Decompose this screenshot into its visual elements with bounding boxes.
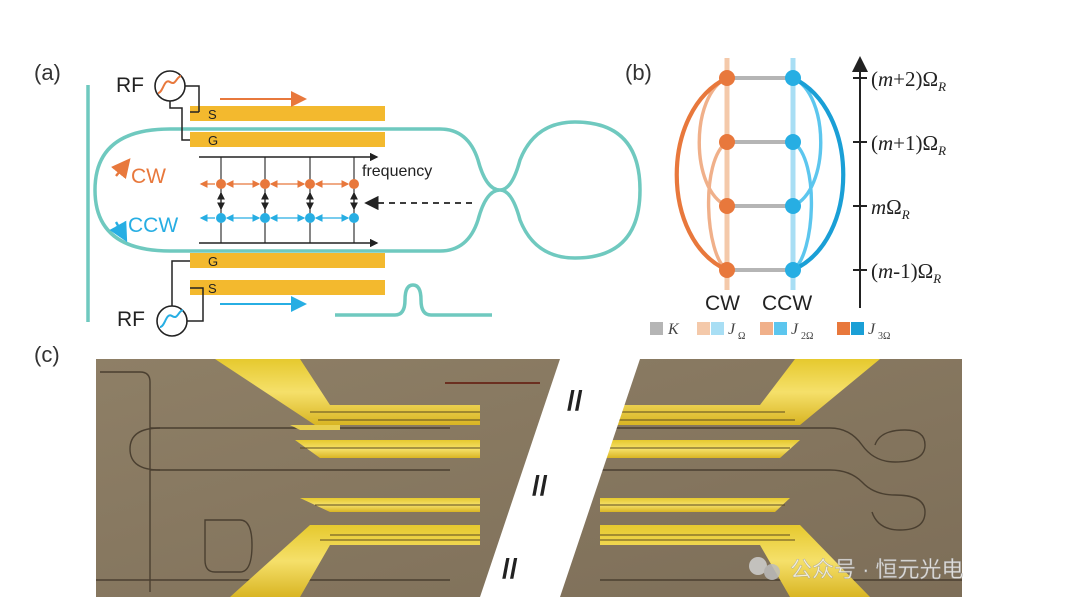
legend-j1-swatch-ccw — [711, 322, 724, 335]
racetrack-ring — [93, 120, 642, 260]
panel-b-label: (b) — [625, 60, 652, 85]
electrode-pad-top-right — [600, 359, 880, 425]
cw-mode-node — [719, 70, 735, 86]
j2omega-couplings — [697, 76, 823, 272]
label-s-bottom: S — [208, 281, 217, 296]
legend-j2-label: J — [791, 321, 799, 338]
electrode-pad-bottom-right — [600, 525, 870, 597]
j3omega-couplings — [674, 76, 846, 272]
rf-source-top: RF — [116, 70, 200, 141]
rf-source-bottom: RF — [117, 260, 204, 337]
ccw-mode-node — [785, 70, 801, 86]
electrode-signal-bottom — [190, 280, 385, 295]
watermark-text: 公众号 · 恒元光电 — [790, 557, 964, 582]
level-label: (m+2)ΩR — [871, 67, 946, 94]
ccw-lattice-site — [216, 213, 226, 223]
panel-c-label: (c) — [34, 342, 60, 367]
panel-a: (a) S G G S RF RF — [34, 60, 642, 337]
rf-top-label: RF — [116, 74, 144, 97]
electrode-signal-top — [190, 106, 385, 121]
cw-mode-node — [719, 134, 735, 150]
rf-bottom-label: RF — [117, 308, 145, 331]
electrode-ground-bottom — [190, 253, 385, 268]
ccw-mode-node — [785, 262, 801, 278]
ccw-label: CCW — [128, 214, 178, 237]
label-s-top: S — [208, 107, 217, 122]
legend-j2-swatch-ccw — [774, 322, 787, 335]
cw-mode-node — [719, 198, 735, 214]
break-mark-top: // — [567, 385, 583, 416]
cw-mode-node — [719, 262, 735, 278]
micrograph: // // // — [96, 359, 962, 597]
cw-arrow-icon — [110, 158, 131, 180]
ccw-column-label: CCW — [762, 292, 812, 315]
rf-bottom-wave-icon — [159, 309, 184, 328]
ccw-mode-node — [785, 198, 801, 214]
level-label: (m+1)ΩR — [871, 131, 946, 158]
level-label: (m-1)ΩR — [871, 259, 941, 286]
legend-j1-sub: Ω — [738, 331, 745, 342]
rf-top-wave-icon — [157, 75, 182, 94]
cw-lattice-site — [216, 179, 226, 189]
frequency-levels: (m+2)ΩR (m+1)ΩR mΩR (m-1)ΩR — [853, 67, 946, 286]
electrode-pad-top-left — [215, 359, 480, 425]
panel-c: (c) — [34, 342, 964, 597]
wechat-icon — [749, 557, 767, 575]
legend-k-label: K — [667, 321, 680, 338]
legend-j2-swatch-cw — [760, 322, 773, 335]
panel-a-label: (a) — [34, 60, 61, 85]
ccw-mode-node — [785, 134, 801, 150]
legend-j3-swatch-cw — [837, 322, 850, 335]
legend-j3-label: J — [868, 321, 876, 338]
break-band — [480, 359, 640, 597]
cw-lattice-site — [305, 179, 315, 189]
ccw-arrow-icon — [109, 220, 128, 243]
electrode-strip-top-right — [600, 440, 800, 458]
cw-lattice-site — [260, 179, 270, 189]
electrode-pad-bottom-left — [230, 525, 480, 597]
ccw-lattice-site — [305, 213, 315, 223]
legend-j3-sub: 3Ω — [878, 331, 890, 342]
legend-j1-swatch-cw — [697, 322, 710, 335]
bus-waveguide-bottom — [335, 283, 492, 317]
legend-j1-label: J — [728, 321, 736, 338]
electrode-strip-top-left — [295, 440, 480, 458]
k-couplings — [727, 76, 793, 272]
label-g-bottom: G — [208, 254, 218, 269]
ccw-lattice-site — [349, 213, 359, 223]
legend-j3-swatch-ccw — [851, 322, 864, 335]
synthetic-lattice — [199, 157, 359, 243]
legend-j2-sub: 2Ω — [801, 331, 813, 342]
cw-label: CW — [131, 165, 166, 188]
lattice-nodes — [719, 70, 801, 278]
frequency-label: frequency — [362, 163, 432, 180]
legend-k-swatch — [650, 322, 663, 335]
break-mark-bottom: // — [502, 553, 518, 584]
cw-lattice-site — [349, 179, 359, 189]
watermark: 公众号 · 恒元光电 — [749, 557, 964, 582]
break-mark-middle: // — [532, 470, 548, 501]
ccw-lattice-site — [260, 213, 270, 223]
label-g-top: G — [208, 133, 218, 148]
coupling-legend: K J Ω J 2Ω J 3Ω — [650, 321, 890, 342]
level-label: mΩR — [871, 195, 910, 222]
electrode-ground-top — [190, 132, 385, 147]
cw-column-label: CW — [705, 292, 740, 315]
